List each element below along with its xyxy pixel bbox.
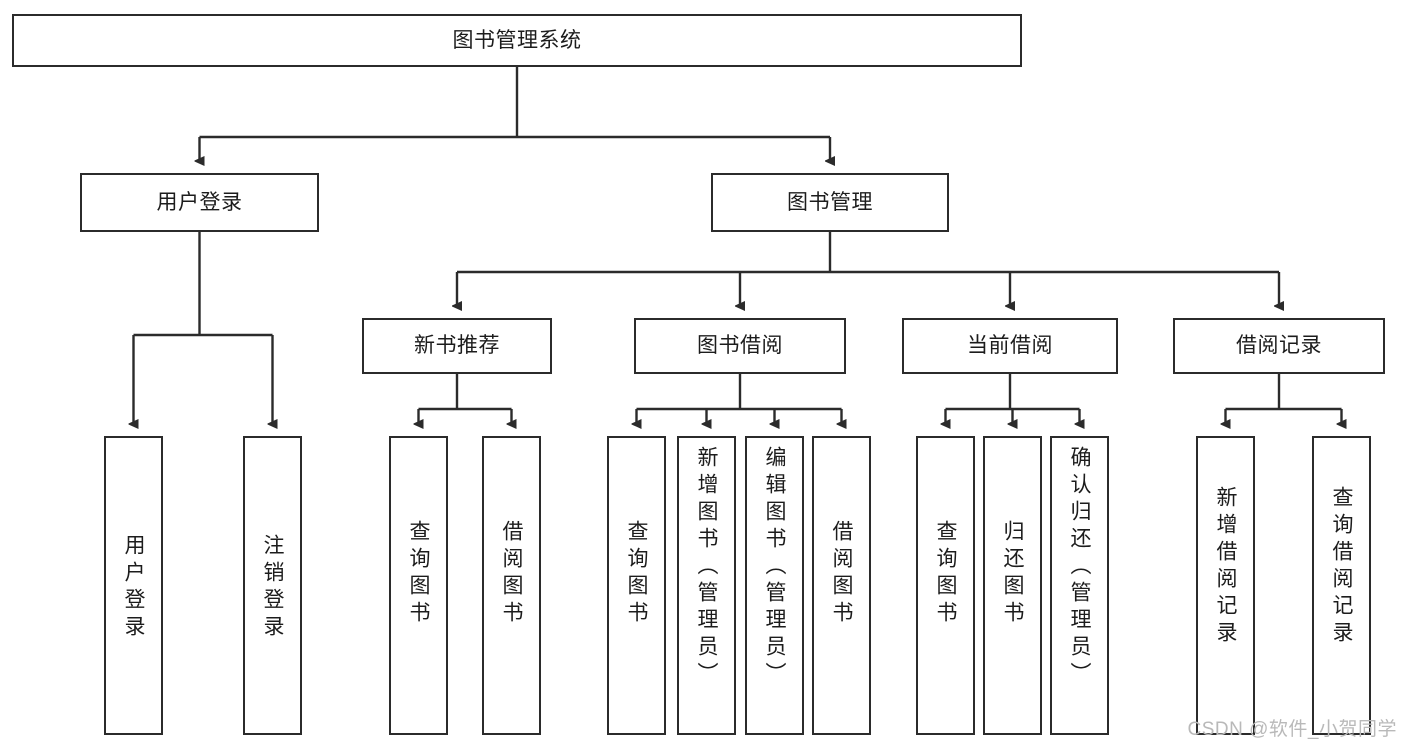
node-root-system[interactable]: 图书管理系统 (12, 14, 1022, 67)
node-leaf-query-book-3[interactable]: 查询图书 (916, 436, 975, 735)
node-current-borrow[interactable]: 当前借阅 (902, 318, 1118, 374)
node-leaf-logout[interactable]: 注销登录 (243, 436, 302, 735)
node-borrow-record-label: 借阅记录 (1236, 334, 1322, 358)
node-leaf-query-book-3-label: 查询图书 (934, 520, 957, 628)
node-borrow-record[interactable]: 借阅记录 (1173, 318, 1385, 374)
node-leaf-borrow-book-1-label: 借阅图书 (500, 520, 523, 628)
node-leaf-query-book-1[interactable]: 查询图书 (389, 436, 448, 735)
node-leaf-confirm-return-admin[interactable]: 确认归还（管理员） (1050, 436, 1109, 735)
node-leaf-borrow-book-2-label: 借阅图书 (830, 520, 853, 628)
node-leaf-borrow-book-1[interactable]: 借阅图书 (482, 436, 541, 735)
node-leaf-edit-book-admin-label: 编辑图书（管理员） (763, 446, 786, 689)
node-leaf-query-book-1-label: 查询图书 (407, 520, 430, 628)
node-book-management-label: 图书管理 (787, 190, 873, 214)
node-leaf-add-borrow-record[interactable]: 新增借阅记录 (1196, 436, 1255, 735)
node-book-borrow-label: 图书借阅 (697, 334, 783, 358)
node-root-system-label: 图书管理系统 (452, 28, 582, 52)
node-leaf-user-login-label: 用户登录 (122, 534, 145, 642)
node-leaf-query-borrow-record-label: 查询借阅记录 (1330, 486, 1353, 648)
node-book-borrow[interactable]: 图书借阅 (634, 318, 846, 374)
node-leaf-add-book-admin[interactable]: 新增图书（管理员） (677, 436, 736, 735)
watermark-text: CSDN @软件_小贺同学 (1187, 719, 1397, 740)
node-leaf-return-book[interactable]: 归还图书 (983, 436, 1042, 735)
node-leaf-confirm-return-admin-label: 确认归还（管理员） (1068, 446, 1091, 689)
node-leaf-query-borrow-record[interactable]: 查询借阅记录 (1312, 436, 1371, 735)
node-leaf-query-book-2-label: 查询图书 (625, 520, 648, 628)
node-book-management[interactable]: 图书管理 (711, 173, 949, 232)
node-leaf-user-login[interactable]: 用户登录 (104, 436, 163, 735)
node-new-book-recommend-label: 新书推荐 (414, 334, 500, 358)
node-leaf-edit-book-admin[interactable]: 编辑图书（管理员） (745, 436, 804, 735)
node-user-login[interactable]: 用户登录 (80, 173, 319, 232)
node-leaf-return-book-label: 归还图书 (1001, 520, 1024, 628)
node-leaf-query-book-2[interactable]: 查询图书 (607, 436, 666, 735)
connector-layer (134, 67, 1342, 424)
node-leaf-logout-label: 注销登录 (261, 534, 284, 642)
node-leaf-borrow-book-2[interactable]: 借阅图书 (812, 436, 871, 735)
node-leaf-add-book-admin-label: 新增图书（管理员） (695, 446, 718, 689)
node-leaf-add-borrow-record-label: 新增借阅记录 (1214, 486, 1237, 648)
node-new-book-recommend[interactable]: 新书推荐 (362, 318, 552, 374)
node-user-login-label: 用户登录 (156, 190, 243, 214)
node-current-borrow-label: 当前借阅 (967, 334, 1053, 358)
